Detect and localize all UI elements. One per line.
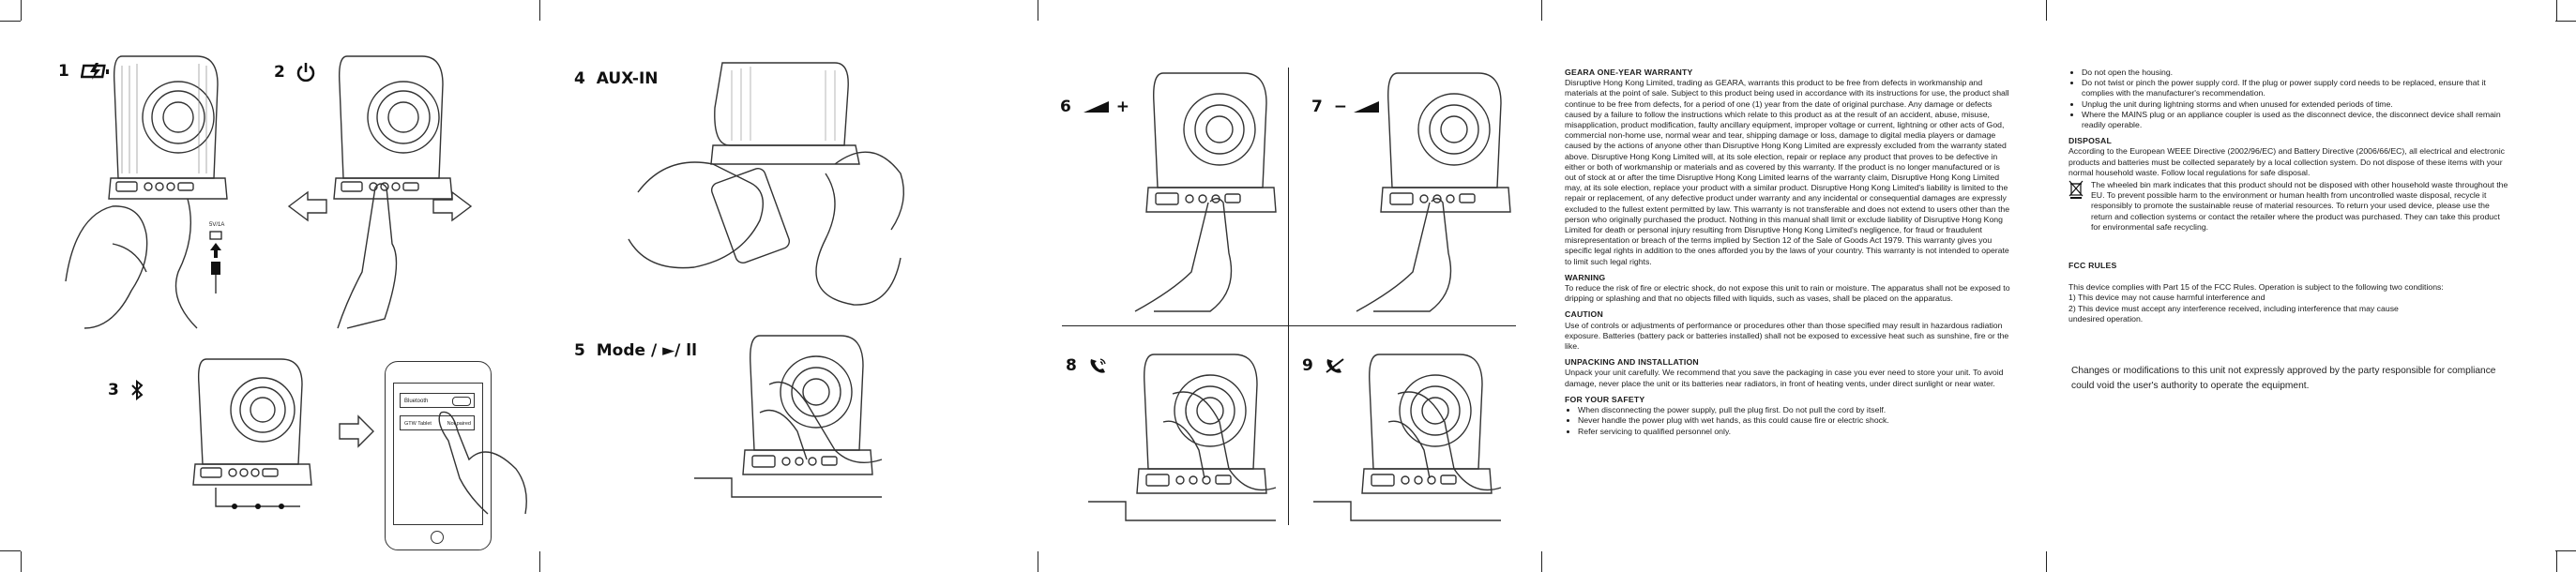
bluetooth-icon xyxy=(131,379,144,401)
list-item: Where the MAINS plug or an appliance cou… xyxy=(2082,110,2509,130)
arrow-right-icon xyxy=(339,414,374,448)
fcc-heading: FCC RULES xyxy=(2068,261,2117,271)
list-item: Never handle the power plug with wet han… xyxy=(1578,415,2013,426)
volume-sign: + xyxy=(1115,98,1129,116)
panel-horizontal-divider xyxy=(1062,325,1516,326)
crop-mark xyxy=(2556,0,2557,21)
safety-heading: FOR YOUR SAFETY xyxy=(1565,394,1645,404)
disposal-bin-block: The wheeled bin mark indicates that this… xyxy=(2068,180,2509,233)
list-item: Unplug the unit during lightning storms … xyxy=(2082,99,2509,110)
disposal-intro: According to the European WEEE Directive… xyxy=(2068,146,2506,177)
step-3-heading: 3 xyxy=(108,379,144,401)
unpacking-body: Unpack your unit carefully. We recommend… xyxy=(1565,368,2004,388)
warning-heading: WARNING xyxy=(1565,272,1606,282)
device-status: Not paired xyxy=(447,421,471,427)
fcc-intro: This device complies with Part 15 of the… xyxy=(2068,282,2444,293)
fcc-condition-3: undesired operation. xyxy=(2068,313,2144,324)
volume-down-icon xyxy=(1353,101,1379,113)
disposal-column: Do not open the housing. Do not twist or… xyxy=(2068,68,2509,324)
device-row[interactable]: GTW Tablet Not paired xyxy=(400,415,475,430)
volume-sign: − xyxy=(1333,98,1348,116)
safety-continued-list: Do not open the housing. Do not twist or… xyxy=(2068,68,2509,130)
step-2-heading: 2 xyxy=(274,62,315,83)
step-number: 5 xyxy=(574,341,585,360)
list-item: When disconnecting the power supply, pul… xyxy=(1578,405,2013,415)
crop-mark xyxy=(1541,0,1542,21)
crop-mark xyxy=(21,551,22,572)
step-number: 2 xyxy=(274,63,285,82)
list-item: Do not twist or pinch the power supply c… xyxy=(2082,78,2509,98)
step-number: 8 xyxy=(1066,356,1077,375)
home-button[interactable] xyxy=(431,531,444,544)
step-4-heading: 4 AUX-IN xyxy=(574,69,659,88)
crop-mark xyxy=(2555,550,2576,551)
panel-vertical-divider xyxy=(1288,68,1289,525)
speaker-volume-down-illustration xyxy=(1356,72,1511,312)
speaker-bluetooth-illustration xyxy=(192,358,312,509)
disposal-bin-text: The wheeled bin mark indicates that this… xyxy=(2091,180,2508,232)
caution-heading: CAUTION xyxy=(1565,309,1603,320)
fcc-condition-2: 2) This device must accept any interfere… xyxy=(2068,303,2399,313)
step-number: 7 xyxy=(1311,98,1323,116)
aux-in-illustration xyxy=(628,62,905,306)
step-8-heading: 8 xyxy=(1066,356,1109,375)
bluetooth-label: Bluetooth xyxy=(404,399,429,404)
speaker-charging-illustration xyxy=(65,55,228,329)
crop-mark xyxy=(2046,0,2047,21)
step-9-heading: 9 xyxy=(1302,356,1345,375)
crop-mark xyxy=(2556,551,2557,572)
volume-up-icon xyxy=(1083,101,1109,113)
step-7-heading: 7 − xyxy=(1311,98,1381,116)
step-label: Mode / ►/ ll xyxy=(596,341,697,360)
power-icon xyxy=(296,63,314,83)
step-1-heading: 1 xyxy=(58,62,113,81)
crossed-bin-icon xyxy=(2068,180,2084,200)
step-number: 6 xyxy=(1060,98,1071,116)
device-name: GTW Tablet xyxy=(404,421,432,427)
speaker-power-illustration xyxy=(287,55,473,329)
crop-mark xyxy=(2555,21,2576,22)
toggle-switch[interactable] xyxy=(452,397,471,406)
speaker-hangup-illustration xyxy=(1313,354,1502,521)
crop-mark xyxy=(1541,551,1542,572)
warranty-column: GEARA ONE-YEAR WARRANTY Disruptive Hong … xyxy=(1565,68,2013,443)
crop-mark xyxy=(0,550,21,551)
step-number: 3 xyxy=(108,381,119,399)
warranty-heading: GEARA ONE-YEAR WARRANTY xyxy=(1565,68,1693,77)
unpacking-heading: UNPACKING AND INSTALLATION xyxy=(1565,357,1699,368)
safety-list: When disconnecting the power supply, pul… xyxy=(1565,405,2013,437)
crop-mark xyxy=(0,21,21,22)
caution-body: Use of controls or adjustments of perfor… xyxy=(1565,320,2009,352)
warranty-body: Disruptive Hong Kong Limited, trading as… xyxy=(1565,78,2010,266)
fcc-modification-note: Changes or modifications to this unit no… xyxy=(2071,366,2496,391)
list-item: Do not open the housing. xyxy=(2082,68,2509,78)
hand-tapping-illustration xyxy=(438,411,527,515)
phone-screen: Bluetooth GTW Tablet Not paired xyxy=(393,383,483,525)
crop-mark xyxy=(539,0,540,21)
phone-answer-icon xyxy=(1090,358,1106,373)
crop-mark xyxy=(539,551,540,572)
list-item: Refer servicing to qualified personnel o… xyxy=(1578,427,2013,437)
crop-mark xyxy=(2046,551,2047,572)
phone-hangup-icon xyxy=(1326,358,1344,373)
crop-mark xyxy=(21,0,22,21)
phone-mockup: Bluetooth GTW Tablet Not paired xyxy=(385,361,492,550)
step-5-heading: 5 Mode / ►/ ll xyxy=(574,341,697,360)
step-label: AUX-IN xyxy=(596,69,659,88)
usb-charger-illustration xyxy=(209,231,222,294)
step-6-heading: 6 + xyxy=(1060,98,1129,116)
speaker-mode-illustration xyxy=(694,335,883,498)
speaker-answer-illustration xyxy=(1088,354,1277,521)
fcc-condition-1: 1) This device may not cause harmful int… xyxy=(2068,293,2265,303)
disposal-heading: DISPOSAL xyxy=(2068,136,2113,146)
step-number: 1 xyxy=(58,62,69,81)
step-number: 4 xyxy=(574,69,585,88)
battery-charging-icon xyxy=(80,63,109,80)
step-number: 9 xyxy=(1302,356,1313,375)
speaker-volume-up-illustration xyxy=(1134,72,1277,312)
bluetooth-toggle-row[interactable]: Bluetooth xyxy=(400,393,475,408)
warning-body: To reduce the risk of fire or electric s… xyxy=(1565,283,2010,304)
charger-label: 5V/1A xyxy=(209,222,225,228)
